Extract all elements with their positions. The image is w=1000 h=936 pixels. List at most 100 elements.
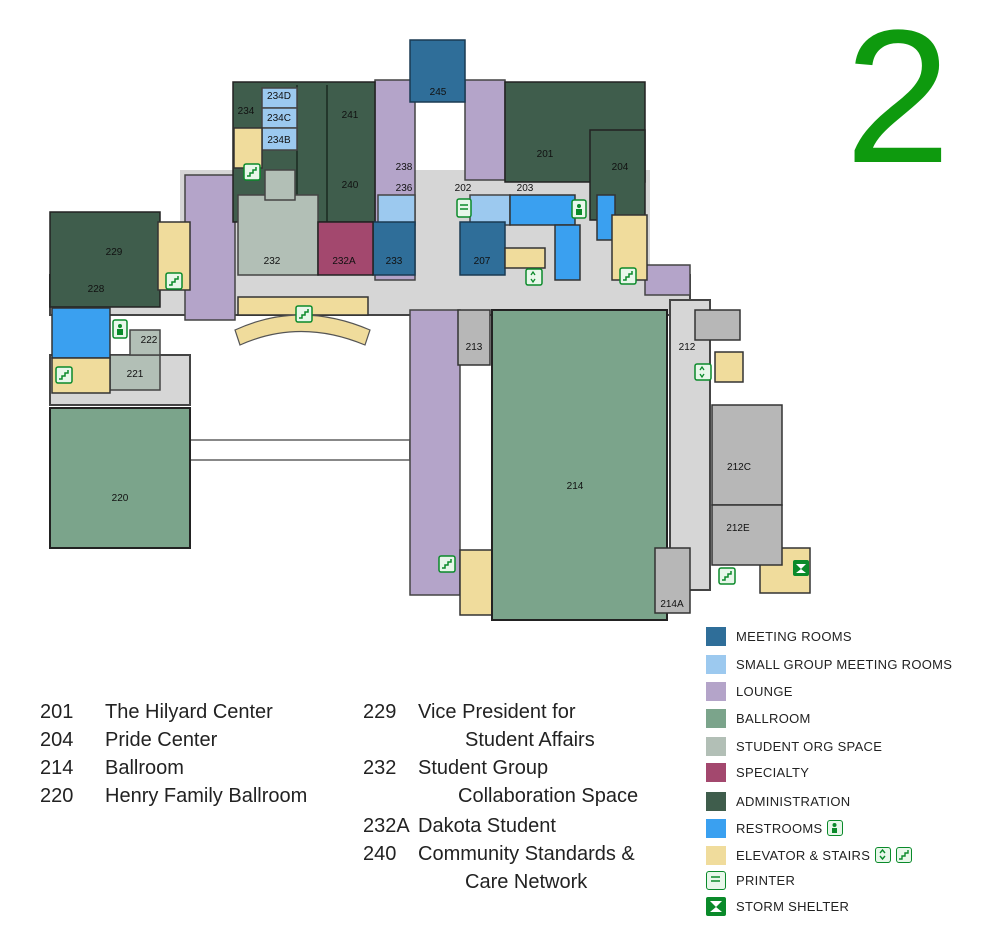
- directory-room-name: Henry Family Ballroom: [105, 785, 308, 807]
- legend-swatch: [706, 626, 726, 646]
- legend-label: PRINTER: [736, 872, 796, 888]
- map-icons: [55, 163, 809, 585]
- stairs-icon: [243, 163, 261, 181]
- directory-room-name: Community Standards &: [418, 843, 635, 865]
- directory-room-number: 214: [40, 757, 74, 779]
- room-213-label: 213: [466, 342, 483, 353]
- room-212e-label: 212E: [726, 523, 750, 534]
- stairs-icon: [55, 366, 73, 384]
- legend-swatch: [706, 818, 726, 838]
- directory-room-number: 240: [363, 843, 397, 865]
- room-232-label: 232: [264, 256, 281, 267]
- directory-room-name: Ballroom: [105, 757, 184, 779]
- room-234d-label: 234D: [267, 91, 291, 102]
- directory-room-name: Vice President for: [418, 701, 576, 723]
- restroom-icon: [827, 820, 844, 836]
- directory-room-number: 232A: [363, 815, 410, 837]
- stairs-icon: [619, 267, 637, 285]
- legend-item-lounge: LOUNGE: [706, 681, 793, 701]
- legend-label: ELEVATOR & STAIRS: [736, 847, 871, 863]
- directory-room-number: 204: [40, 729, 74, 751]
- directory-room-number: 232: [363, 757, 397, 779]
- directory-room-name: The Hilyard Center: [105, 701, 273, 723]
- room-232a-label: 232A: [332, 256, 356, 267]
- student-org-space: [109, 169, 319, 391]
- room-directory: 201 The Hilyard Center 204 Pride Center …: [40, 698, 680, 908]
- legend-label: ADMINISTRATION: [736, 793, 851, 809]
- legend-item-restrooms: RESTROOMS: [706, 818, 844, 838]
- stairs-icon: [438, 555, 456, 573]
- directory-room-name-cont: Care Network: [465, 871, 588, 893]
- legend-label: STORM SHELTER: [736, 898, 850, 914]
- legend-item-small-group: SMALL GROUP MEETING ROOMS: [706, 654, 952, 674]
- legend-item-elevator-stairs: ELEVATOR & STAIRS: [706, 845, 913, 865]
- legend-label: MEETING ROOMS: [736, 628, 852, 644]
- legend-item-printer: PRINTER: [706, 870, 795, 890]
- room-238-label: 238: [396, 162, 413, 173]
- floor-plan: 201 204 245 241 234D 234C 234B 234 240 2…: [49, 39, 811, 621]
- legend-swatch: [706, 762, 726, 782]
- room-221-label: 221: [127, 369, 144, 380]
- room-233-label: 233: [386, 256, 403, 267]
- floor-number: 2: [845, 0, 951, 203]
- legend-label: SPECIALTY: [736, 764, 810, 780]
- printer-icon: [706, 870, 726, 890]
- specialty-room: [317, 221, 374, 276]
- legend-item-ballroom: BALLROOM: [706, 708, 811, 728]
- directory-room-name: Pride Center: [105, 729, 218, 751]
- room-labels: 201 204 245 241 234D 234C 234B 234 240 2…: [88, 87, 751, 610]
- legend-item-specialty: SPECIALTY: [706, 762, 809, 782]
- restroom-icon: [112, 319, 128, 339]
- room-229-label: 229: [106, 247, 123, 258]
- legend-label: BALLROOM: [736, 710, 811, 726]
- room-214a-label: 214A: [660, 599, 684, 610]
- directory-room-name: Student Group: [418, 757, 549, 779]
- legend-swatch: [706, 681, 726, 701]
- directory-room-number: 229: [363, 701, 397, 723]
- room-207-label: 207: [474, 256, 491, 267]
- room-222-label: 222: [141, 335, 158, 346]
- legend-label: LOUNGE: [736, 683, 793, 699]
- directory-room-name-cont: Student Affairs: [465, 729, 595, 751]
- directory-room-name-cont: Collaboration Space: [458, 785, 639, 807]
- stairs-icon: [295, 305, 313, 323]
- legend-label: SMALL GROUP MEETING ROOMS: [736, 656, 953, 672]
- restroom-icon: [571, 199, 587, 219]
- legend-swatch: [706, 736, 726, 756]
- legend-swatch: [706, 845, 726, 865]
- meeting-rooms: [372, 39, 506, 276]
- ballrooms: [49, 309, 668, 621]
- room-204-label: 204: [612, 162, 629, 173]
- printer-icon: [456, 198, 472, 218]
- room-240-label: 240: [342, 180, 359, 191]
- stairs-icon: [165, 272, 183, 290]
- room-228-label: 228: [88, 284, 105, 295]
- room-236-label: 236: [396, 183, 413, 194]
- room-241-label: 241: [342, 110, 359, 121]
- room-234c-label: 234C: [267, 113, 291, 124]
- legend-item-student-org: STUDENT ORG SPACE: [706, 736, 882, 756]
- room-212-label: 212: [679, 342, 696, 353]
- legend-item-administration: ADMINISTRATION: [706, 791, 850, 811]
- directory-room-name: Dakota Student: [418, 815, 556, 837]
- room-234b-label: 234B: [267, 135, 291, 146]
- room-234-label: 234: [238, 106, 255, 117]
- directory-room-number: 220: [40, 785, 74, 807]
- legend-label: STUDENT ORG SPACE: [736, 738, 883, 754]
- elevator-icon: [875, 847, 892, 863]
- room-220-label: 220: [112, 493, 129, 504]
- stairs-icon: [718, 567, 736, 585]
- legend-item-storm-shelter: STORM SHELTER: [706, 896, 849, 916]
- service-rooms: [457, 309, 783, 614]
- grand-staircase: [234, 314, 371, 346]
- room-245-label: 245: [430, 87, 447, 98]
- stairs-icon: [896, 847, 913, 863]
- room-202-label: 202: [455, 183, 472, 194]
- legend-label: RESTROOMS: [736, 820, 823, 836]
- room-212c-label: 212C: [727, 462, 751, 473]
- room-214-label: 214: [567, 481, 584, 492]
- storm-shelter-icon: [793, 560, 809, 576]
- elevator-icon: [525, 268, 543, 286]
- legend-swatch: [706, 654, 726, 674]
